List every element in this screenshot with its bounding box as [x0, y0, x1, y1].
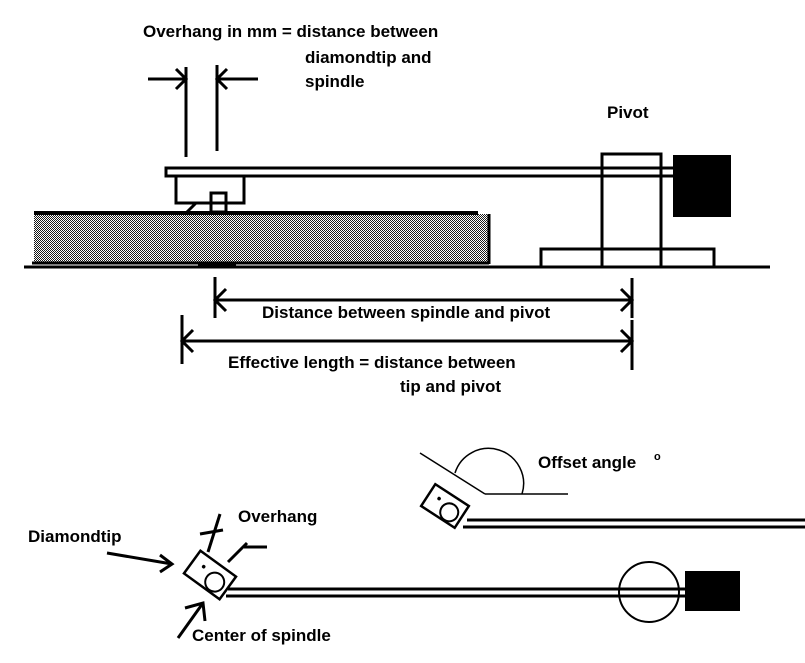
record-body: [34, 214, 489, 264]
arrowhead-left-icon: [212, 287, 228, 313]
stylus-dot: [201, 564, 206, 569]
arrowhead-right-icon: [174, 67, 189, 91]
diamondtip-label: Diamondtip: [28, 527, 122, 546]
arrowhead-left-icon: [214, 67, 229, 91]
arrowhead-icon: [184, 601, 207, 622]
pivot-assembly: Pivot: [539, 103, 731, 269]
headshell: [174, 176, 246, 214]
spindle-pivot-dimension: Distance between spindle and pivot: [212, 277, 635, 322]
effective-length-line1: Effective length = distance between: [228, 353, 516, 372]
arrowhead-right-icon: [619, 328, 635, 354]
overhang-short-label: Overhang: [238, 507, 317, 526]
offset-angle-label: Offset angle: [538, 453, 636, 472]
pivot-label: Pivot: [607, 103, 649, 122]
headshell-top-lower: [182, 548, 238, 602]
tonearm-tube: [164, 166, 678, 178]
overhang-arrow-left: [199, 528, 224, 536]
spindle-pivot-label: Distance between spindle and pivot: [262, 303, 550, 322]
headshell-top-upper: [419, 482, 471, 530]
record: [32, 211, 491, 268]
arrowhead-right-icon: [619, 287, 635, 313]
arrowhead-icon: [159, 553, 175, 574]
diamondtip-arrow: [106, 551, 173, 566]
pivot-circle: [618, 561, 680, 623]
overhang-dimension: [148, 65, 258, 157]
angle-arc: [454, 447, 525, 495]
effective-length-dimension: Effective length = distance between tip …: [179, 315, 635, 396]
effective-length-line2: tip and pivot: [400, 377, 501, 396]
overhang-label-line3: spindle: [305, 72, 365, 91]
counterweight-top: [685, 571, 740, 611]
stylus-dot: [437, 496, 441, 501]
arrowhead-left-icon: [179, 328, 195, 354]
tonearm-top-view: [182, 548, 740, 623]
spindle-circle: [439, 502, 460, 523]
spindle-circle: [204, 571, 226, 593]
offset-angle-illustration: Offset angle o: [419, 447, 805, 530]
pivot-post: [600, 152, 663, 269]
overhang-label-line1: Overhang in mm = distance between: [143, 22, 438, 41]
spindle-arrow: [176, 602, 205, 639]
overhang-label: Overhang in mm = distance between diamon…: [143, 22, 438, 91]
pivot-base: [539, 247, 716, 269]
overhang-label-line2: diamondtip and: [305, 48, 432, 67]
counterweight: [673, 155, 731, 217]
stylus-cantilever: [185, 201, 198, 214]
overhang-tick-right: [226, 541, 249, 564]
degree-symbol: o: [654, 451, 661, 463]
angle-ray-headshell: [419, 452, 486, 495]
tonearm-through-pivot: [600, 166, 663, 178]
center-of-spindle-label: Center of spindle: [192, 626, 331, 645]
lower-annotations: Diamondtip Overhang Center of spindle: [28, 507, 331, 645]
cartridge-stylus: [209, 191, 228, 214]
